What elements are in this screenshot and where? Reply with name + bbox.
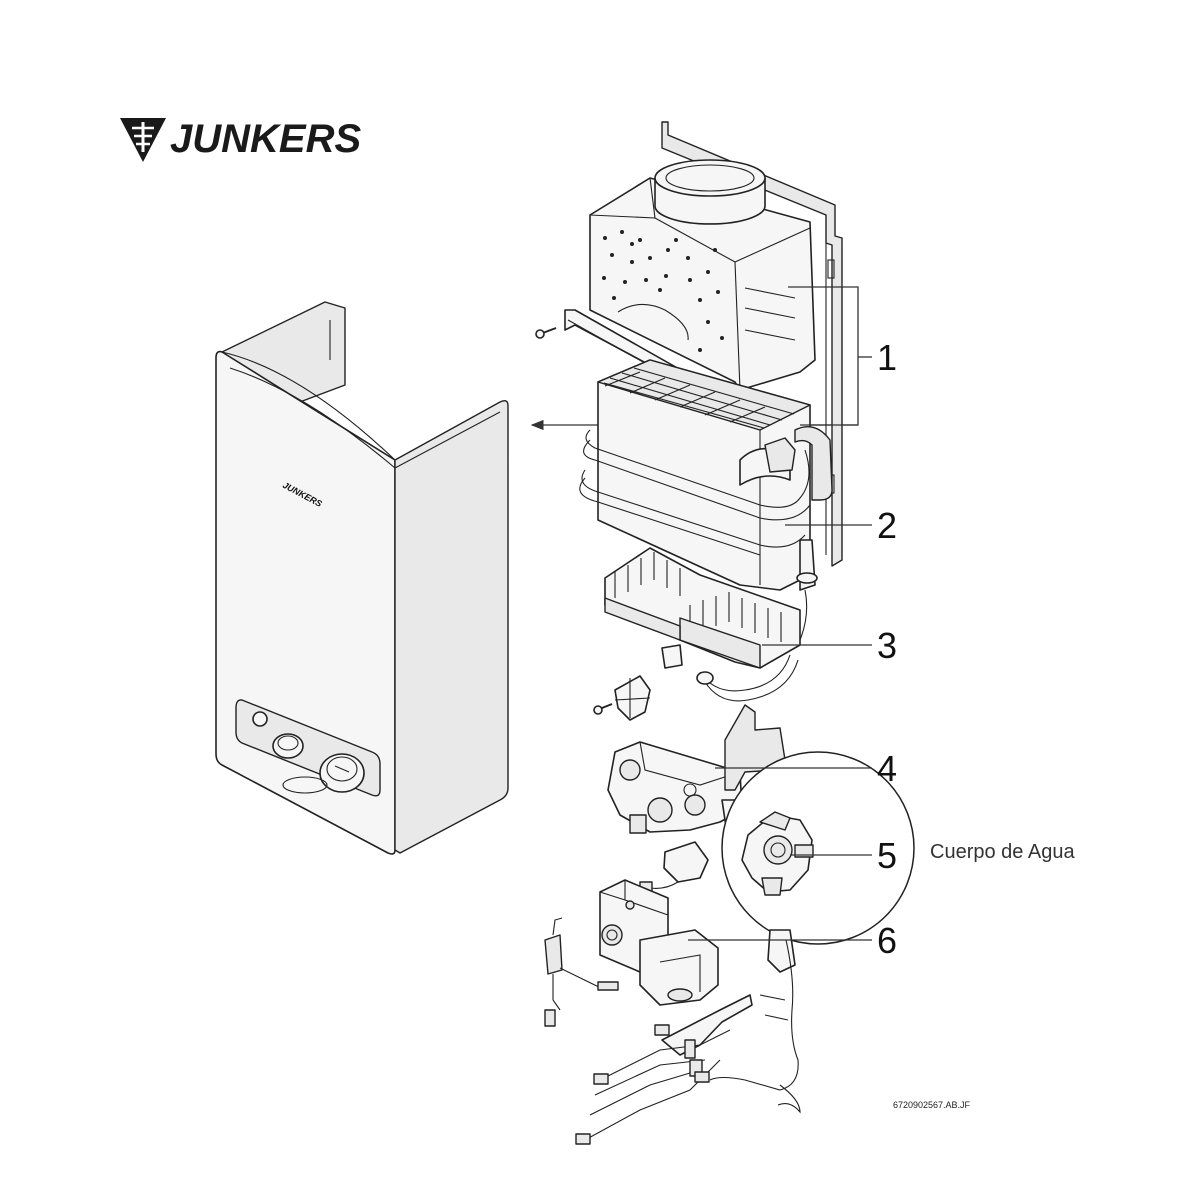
callout-2: 2 [877, 505, 897, 546]
callout-5: 5 [877, 835, 897, 876]
flue-hood [535, 159, 816, 413]
screw-icon [535, 327, 557, 339]
callout-6: 6 [877, 920, 897, 961]
brand-wordmark: JUNKERS [170, 117, 361, 161]
drawing-code: 6720902567.AB.JF [893, 1100, 971, 1110]
ignition-bracket [593, 675, 651, 721]
water-body-detail [721, 751, 915, 945]
sensor-device [639, 841, 709, 893]
callout-4: 4 [877, 748, 897, 789]
burner [604, 547, 801, 702]
screw-icon [593, 703, 613, 715]
callout-3: 3 [877, 625, 897, 666]
front-cover-casing: JUNKERS [215, 301, 509, 855]
indicator-icon [252, 711, 268, 727]
electrode-probe [544, 917, 619, 1027]
callout-1: 1 [877, 337, 897, 378]
junkers-emblem-icon [120, 118, 166, 162]
leader-lines [688, 286, 872, 941]
flue-collar [654, 159, 766, 225]
junkers-logo: JUNKERS [120, 117, 361, 162]
right-knob-icon [319, 753, 365, 793]
left-knob-icon [272, 733, 304, 759]
callout-5-label: Cuerpo de Agua [930, 841, 1075, 863]
heat-exchanger [579, 359, 833, 641]
wiring-harness [575, 994, 753, 1145]
control-box [599, 879, 719, 1006]
